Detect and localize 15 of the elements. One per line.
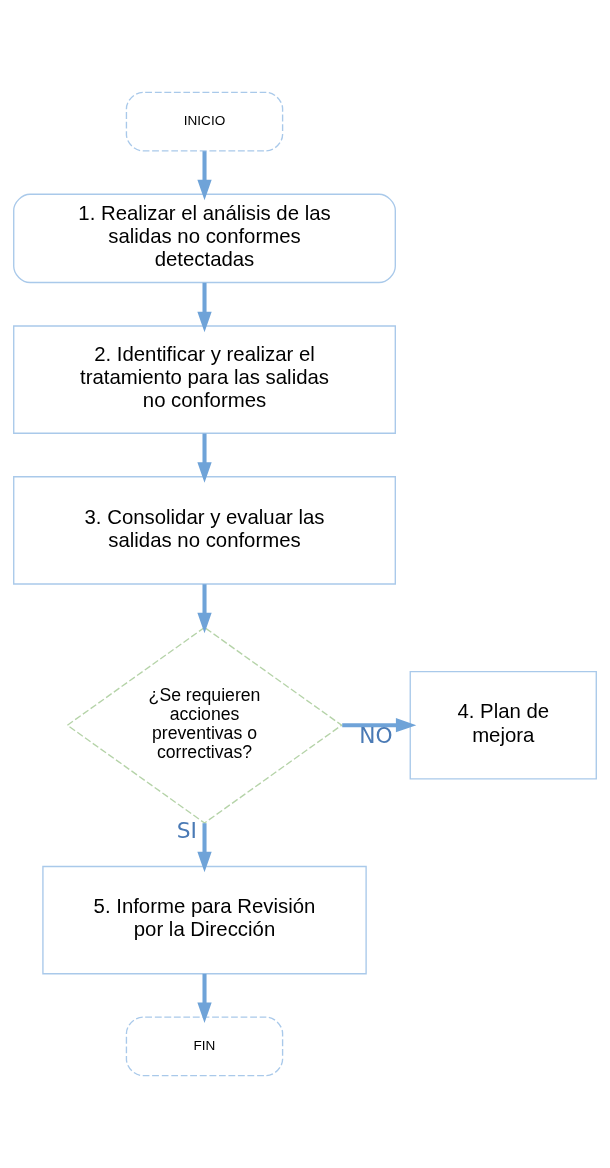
arrow: [197, 151, 212, 201]
arrow: [342, 718, 417, 733]
node-box: 5. Informe para Revisión por la Dirección: [42, 865, 367, 975]
node-box: 2. Identificar y realizar el tratamiento para las salidas no conformes: [13, 325, 396, 434]
arrow: [197, 823, 212, 873]
node-box: 1. Realizar el análisis de las salidas no conformes detectadas: [13, 193, 396, 284]
node-box: FIN: [125, 1016, 284, 1077]
node-box: 3. Consolidar y evaluar las salidas no conformes: [13, 476, 396, 585]
arrow: [197, 433, 212, 483]
arrow: [197, 584, 212, 634]
node-box: 4. Plan de mejora: [409, 670, 597, 780]
arrow: [197, 282, 212, 333]
edge-label: NO: [359, 722, 393, 748]
node-box: INICIO: [125, 91, 284, 152]
arrow: [197, 973, 212, 1023]
